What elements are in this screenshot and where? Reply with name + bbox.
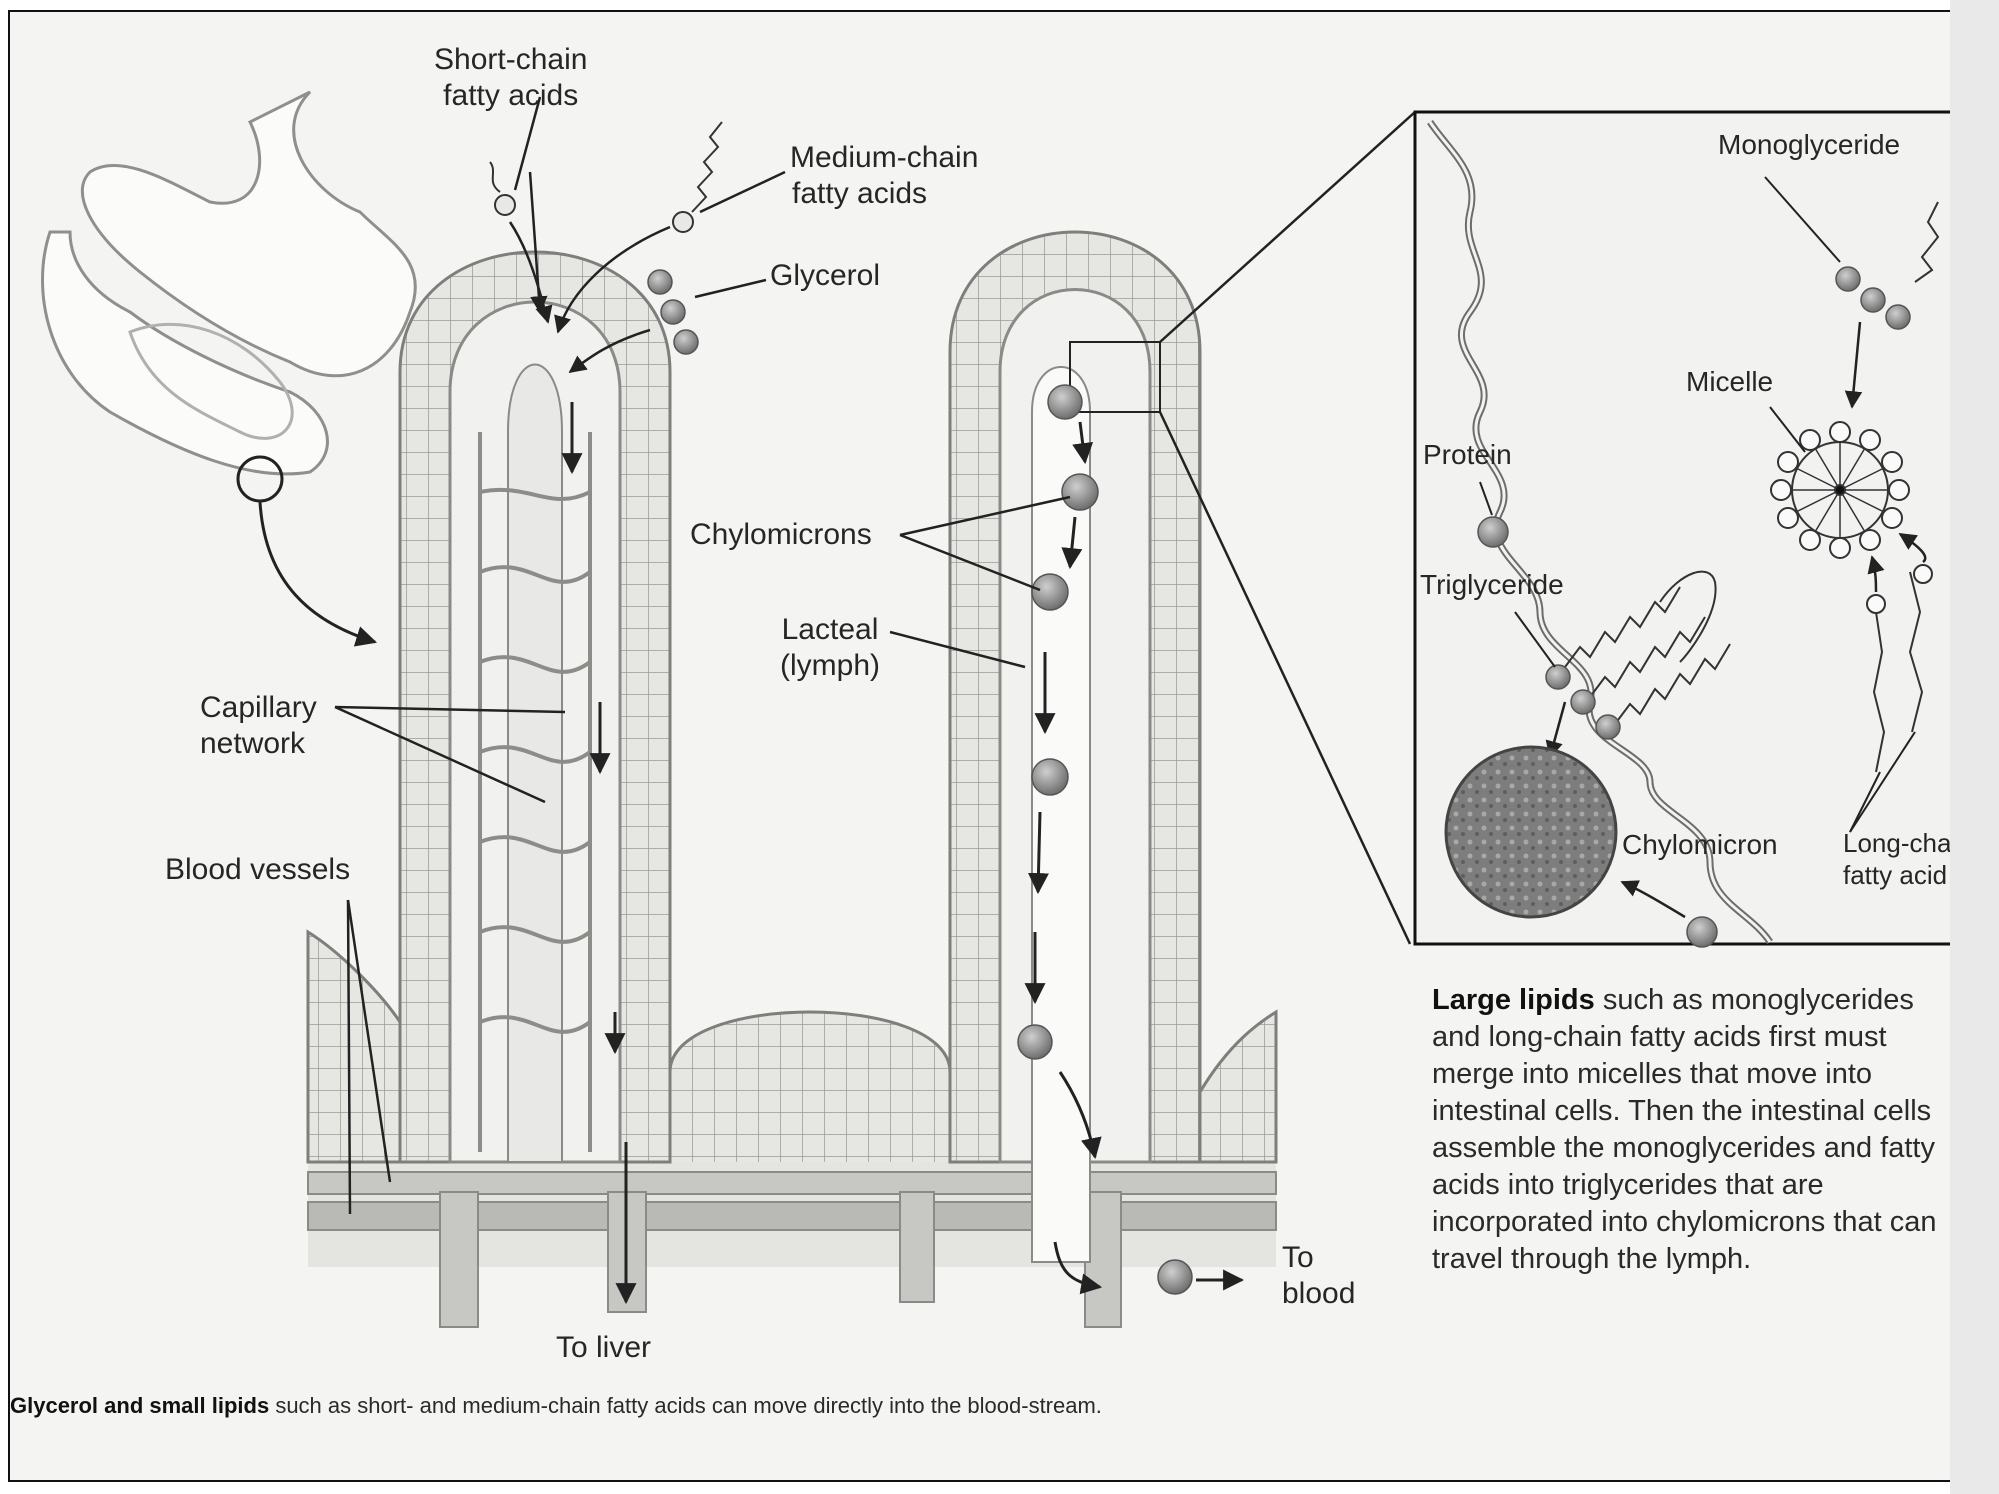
- label-chylomicron: Chylomicron: [1622, 827, 1778, 863]
- label-line: fatty acids: [790, 176, 978, 212]
- label-line: fatty acids: [434, 78, 587, 114]
- label-protein: Protein: [1423, 437, 1512, 473]
- label-glycerol: Glycerol: [770, 258, 880, 294]
- side-caption: Large lipids such as monoglycerides and …: [1432, 982, 1957, 1278]
- side-caption-bold: Large lipids: [1432, 984, 1595, 1016]
- label-line: Capillary: [200, 690, 317, 726]
- label-line: Medium-chain: [790, 140, 978, 176]
- label-line: Short-chain: [434, 42, 587, 78]
- bottom-caption: Glycerol and small lipids such as short-…: [10, 1390, 1410, 1422]
- label-triglyceride: Triglyceride: [1420, 567, 1564, 603]
- villus-left: [400, 252, 670, 1302]
- label-line: Lacteal: [780, 612, 880, 648]
- label-capillary-network: Capillary network: [200, 690, 317, 762]
- base-tissue: [308, 1162, 1276, 1327]
- label-long-chain-fatty-acids: Long-cha fatty acid: [1843, 827, 1963, 891]
- villus-right: [950, 232, 1242, 1294]
- magnify-arrow: [260, 502, 375, 642]
- label-line: network: [200, 726, 317, 762]
- label-line: fatty acid: [1843, 859, 1963, 891]
- label-line: To: [1282, 1240, 1355, 1276]
- label-micelle: Micelle: [1686, 364, 1773, 400]
- inset-panel: [1415, 112, 1967, 947]
- bottom-caption-bold: Glycerol and small lipids: [10, 1393, 269, 1418]
- label-line: Long-cha: [1843, 827, 1963, 859]
- label-blood-vessels: Blood vessels: [165, 852, 350, 888]
- label-line: (lymph): [780, 648, 880, 684]
- label-monoglyceride: Monoglyceride: [1718, 127, 1900, 163]
- side-caption-text: such as monoglycerides and long-chain fa…: [1432, 984, 1937, 1275]
- label-lacteal: Lacteal (lymph): [780, 612, 880, 684]
- label-line: blood: [1282, 1276, 1355, 1312]
- bottom-caption-text: such as short- and medium-chain fatty ac…: [269, 1393, 1102, 1418]
- label-to-blood: To blood: [1282, 1240, 1355, 1312]
- label-short-chain-fatty-acids: Short-chain fatty acids: [434, 42, 587, 114]
- figure-frame: Short-chain fatty acids Medium-chain fat…: [8, 10, 1967, 1482]
- page-edge-shadow: [1950, 0, 1999, 1494]
- label-to-liver: To liver: [556, 1330, 651, 1366]
- label-medium-chain-fatty-acids: Medium-chain fatty acids: [790, 140, 978, 212]
- digestive-tract-sketch: [43, 92, 416, 501]
- label-chylomicrons: Chylomicrons: [690, 517, 872, 553]
